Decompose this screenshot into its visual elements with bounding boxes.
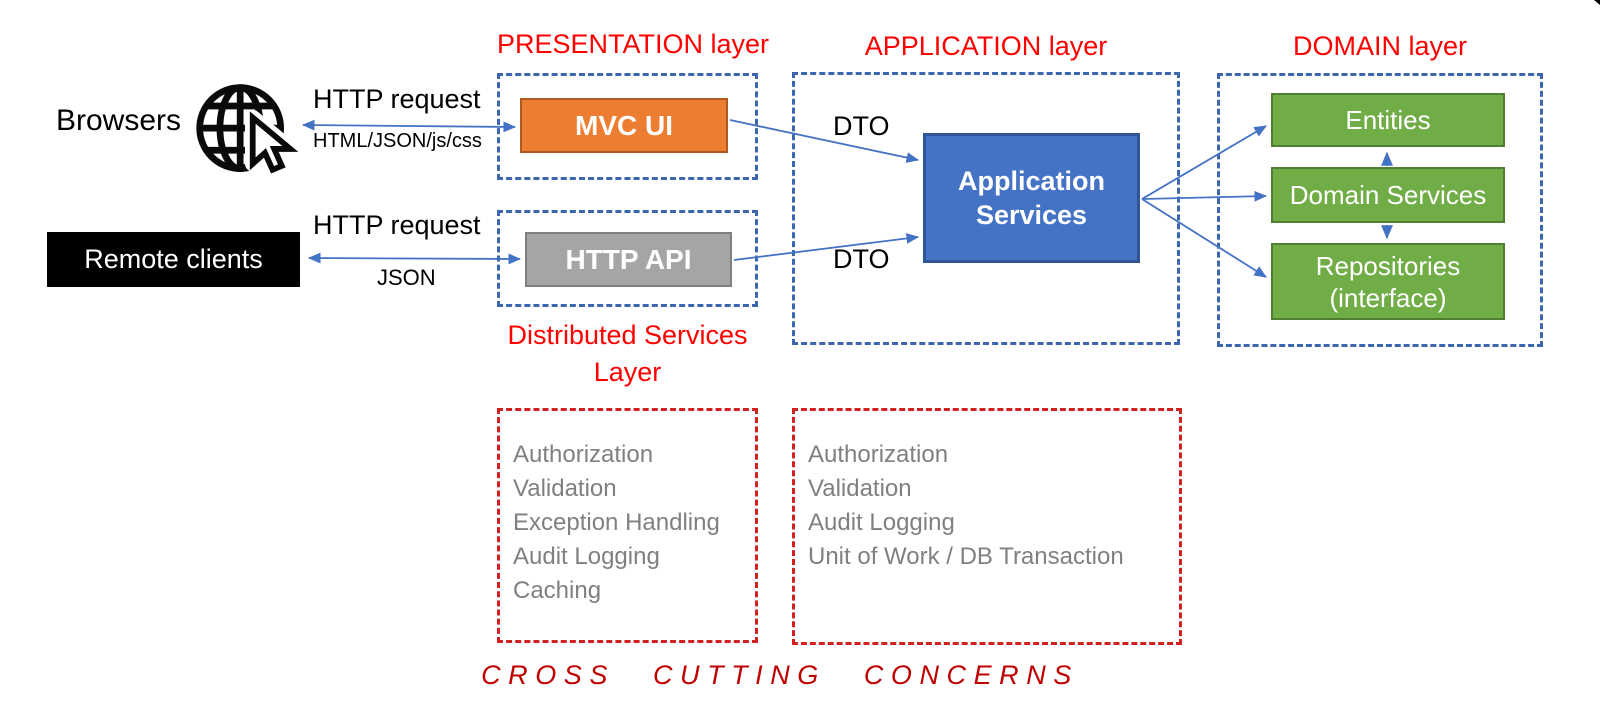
arrow-remoteclients-httpapi — [307, 252, 522, 265]
concern-item: Validation — [808, 475, 912, 502]
domain-services-box: Domain Services — [1271, 167, 1505, 223]
dto-label-top: DTO — [833, 111, 890, 141]
application-services-label-line1: Application — [958, 166, 1105, 196]
presentation-concerns-list: Authorization Validation Exception Handl… — [513, 438, 720, 608]
arrow-browsers-mvcui — [301, 119, 517, 133]
application-concerns-frame — [792, 408, 1182, 645]
application-layer-title: APPLICATION layer — [864, 31, 1108, 61]
remote-request-label: HTTP request — [313, 210, 481, 240]
browsers-request-label: HTTP request — [313, 84, 481, 114]
concern-item: Validation — [513, 475, 617, 502]
mvc-ui-label: MVC UI — [575, 109, 673, 141]
concern-item: Audit Logging — [808, 509, 955, 536]
dto-label-bottom: DTO — [833, 244, 890, 274]
concern-item: Authorization — [513, 441, 654, 468]
distributed-services-title: Distributed Services Layer — [497, 317, 758, 391]
remote-clients-box: Remote clients — [47, 232, 300, 287]
entities-label: Entities — [1345, 105, 1431, 135]
repositories-label-line2: (interface) — [1329, 282, 1447, 313]
cursor-arrow-icon — [245, 109, 298, 178]
concern-item: Exception Handling — [513, 509, 720, 536]
application-services-box: Application Services — [923, 133, 1140, 263]
domain-services-label: Domain Services — [1289, 180, 1487, 210]
entities-box: Entities — [1271, 93, 1505, 147]
browsers-response-label: HTML/JSON/js/css — [313, 130, 482, 152]
distributed-services-title-line1: Distributed Services — [507, 320, 748, 350]
mvc-ui-box: MVC UI — [520, 98, 728, 153]
concern-item: Caching — [513, 577, 602, 604]
domain-layer-title: DOMAIN layer — [1292, 31, 1468, 61]
presentation-layer-title: PRESENTATION layer — [497, 29, 770, 59]
http-api-box: HTTP API — [525, 232, 732, 287]
cross-cutting-concerns-label: CROSS CUTTING CONCERNS — [481, 660, 1079, 690]
remote-clients-label: Remote clients — [84, 244, 263, 274]
repositories-box: Repositories (interface) — [1271, 243, 1505, 320]
remote-response-label: JSON — [377, 265, 436, 290]
application-concerns-list: Authorization Validation Audit Logging U… — [808, 438, 1124, 574]
application-services-label-line2: Services — [975, 200, 1088, 230]
http-api-label: HTTP API — [565, 243, 692, 275]
globe-cursor-icon — [196, 84, 298, 178]
browsers-label: Browsers — [56, 104, 182, 137]
corner-artifact — [1594, 0, 1600, 5]
repositories-label-line1: Repositories — [1315, 250, 1461, 281]
concern-item: Authorization — [808, 441, 949, 468]
distributed-services-title-line2: Layer — [593, 357, 662, 387]
presentation-concerns-frame — [497, 408, 758, 643]
concern-item: Unit of Work / DB Transaction — [808, 543, 1124, 570]
concern-item: Audit Logging — [513, 543, 660, 570]
